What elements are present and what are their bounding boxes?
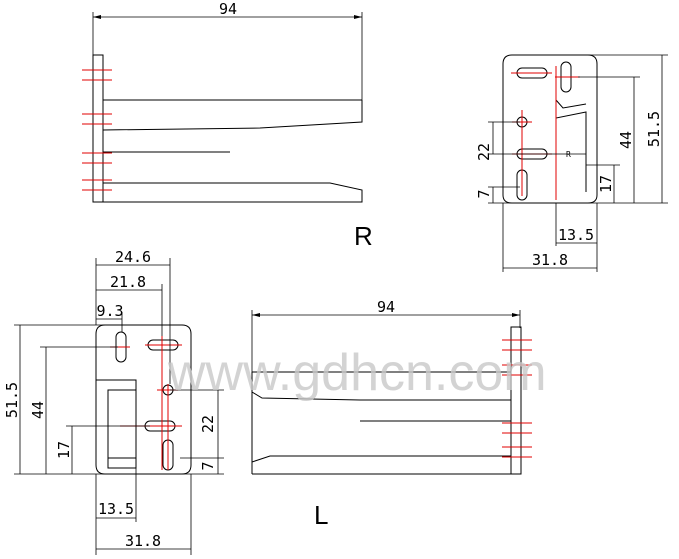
r-height-mid: 44 bbox=[617, 131, 635, 149]
l-dim-9-3: 9.3 bbox=[96, 302, 123, 320]
top-length-view: 94 bbox=[82, 0, 363, 203]
r-width-total: 31.8 bbox=[532, 251, 568, 269]
l-hole-pitch: 22 bbox=[199, 415, 217, 433]
right-center-mark: R bbox=[566, 150, 571, 159]
l-channel-height: 17 bbox=[55, 441, 73, 459]
right-side-label: R bbox=[354, 221, 373, 251]
bottom-length-dim: 94 bbox=[377, 298, 395, 316]
top-length-dim: 94 bbox=[219, 0, 237, 18]
l-height-total: 51.5 bbox=[3, 382, 21, 418]
l-base-offset: 7 bbox=[199, 461, 217, 470]
r-hole-pitch: 22 bbox=[475, 143, 493, 161]
l-height-mid: 44 bbox=[29, 401, 47, 419]
r-channel-height: 17 bbox=[597, 175, 615, 193]
right-profile-view: R 51.5 44 17 22 7 bbox=[475, 54, 668, 272]
l-dim-21-8: 21.8 bbox=[110, 273, 146, 291]
r-channel-width: 13.5 bbox=[558, 226, 594, 244]
left-side-label: L bbox=[314, 500, 328, 530]
left-profile-view: 24.6 21.8 9.3 51.5 44 17 22 7 13.5 31.8 bbox=[3, 248, 224, 555]
l-width-total: 31.8 bbox=[125, 532, 161, 550]
bottom-length-view: 94 bbox=[251, 298, 532, 475]
r-base-offset: 7 bbox=[475, 189, 493, 198]
l-dim-24-6: 24.6 bbox=[115, 248, 151, 266]
watermark-text: www.gdhcn.com bbox=[167, 344, 547, 402]
l-channel-width: 13.5 bbox=[98, 500, 134, 518]
r-height-total: 51.5 bbox=[645, 111, 663, 147]
